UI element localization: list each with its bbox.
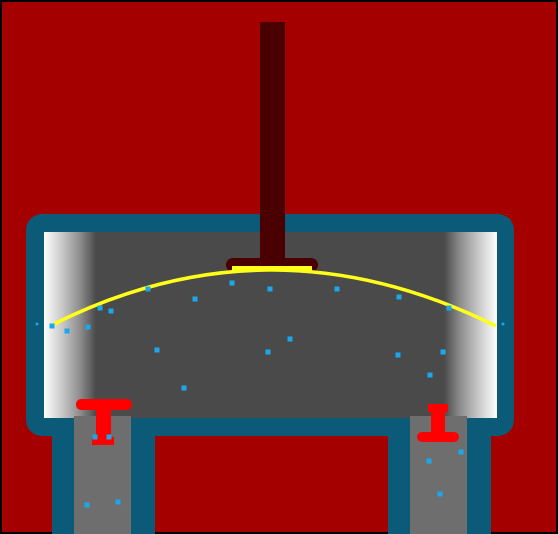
gas-particle — [84, 502, 90, 508]
gas-particle — [440, 349, 446, 355]
gas-particle — [115, 499, 121, 505]
left-anchor — [35, 322, 39, 326]
gas-particle — [92, 434, 98, 440]
gas-particle — [64, 328, 70, 334]
gas-particle — [154, 347, 160, 353]
gas-particle — [396, 294, 402, 300]
gas-particle — [229, 280, 235, 286]
gas-particle — [446, 305, 452, 311]
gas-particle — [145, 286, 151, 292]
gas-particle — [181, 385, 187, 391]
gas-particle — [106, 434, 112, 440]
gas-particle — [97, 305, 103, 311]
right-anchor — [501, 322, 505, 326]
gas-particle — [267, 286, 273, 292]
diaphragm-contact — [232, 266, 312, 271]
gas-particle — [458, 449, 464, 455]
gas-particle — [395, 352, 401, 358]
right-chamber-wall — [444, 232, 497, 418]
gas-particle — [85, 324, 91, 330]
gas-particle — [426, 458, 432, 464]
gas-particle — [437, 491, 443, 497]
piston-rod[interactable] — [260, 22, 285, 262]
gas-particle — [108, 308, 114, 314]
gas-particle — [192, 296, 198, 302]
gas-particle — [427, 372, 433, 378]
gas-particle — [287, 336, 293, 342]
gas-particles — [49, 280, 464, 508]
right-valve[interactable] — [417, 404, 459, 442]
gas-particle — [334, 286, 340, 292]
left-valve[interactable] — [76, 399, 132, 445]
gas-particle — [265, 349, 271, 355]
gas-particle — [49, 323, 55, 329]
